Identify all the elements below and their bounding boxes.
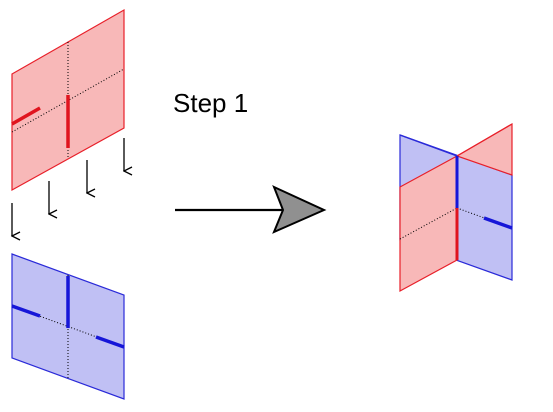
blue-plate: [11, 253, 125, 400]
assembled-red-horizontal-guide: [399, 207, 458, 240]
big-arrow-head: [272, 185, 327, 234]
red-plate: [11, 8, 125, 192]
step-label: Step 1: [173, 88, 248, 118]
blue-plate-right-slit: [95, 335, 125, 349]
red-plate-edge-slit: [11, 106, 41, 126]
assembled-plates: [399, 122, 513, 293]
assembled-red-edge: [456, 123, 513, 157]
big-arrow: [175, 185, 327, 234]
red-plate-horizontal-guide: [11, 68, 125, 133]
assembled-blue-right-slit: [483, 216, 513, 230]
insertion-arrows: [12, 138, 124, 236]
blue-plate-left-slit: [11, 304, 41, 318]
assembled-blue-top-edge: [399, 134, 458, 157]
